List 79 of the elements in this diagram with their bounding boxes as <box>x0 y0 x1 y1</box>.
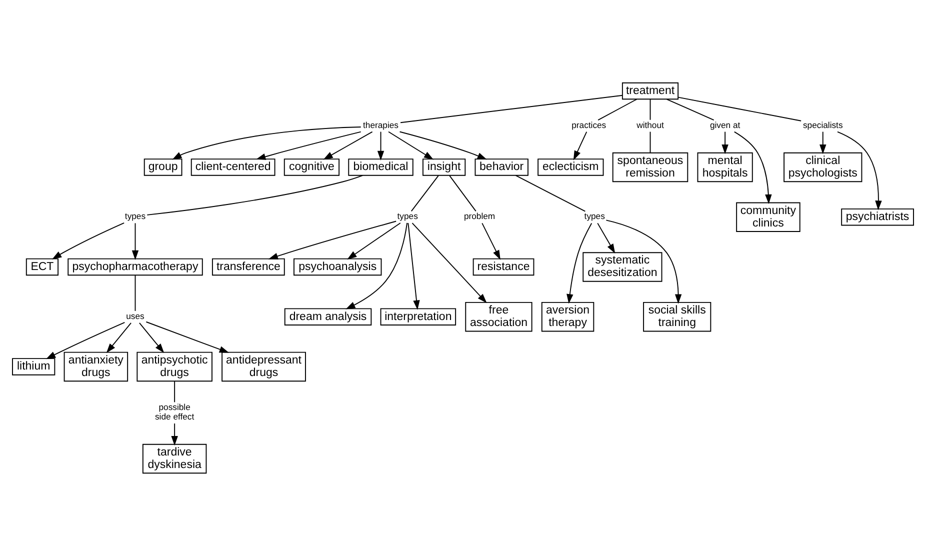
arrow <box>323 130 373 160</box>
node-box: cognitive <box>284 158 340 176</box>
node-box: tardive dyskinesia <box>142 443 207 474</box>
node-box: psychiatrists <box>841 208 914 226</box>
node-box: psychoanalysis <box>294 258 382 276</box>
connector <box>400 94 623 123</box>
node-box: treatment <box>622 82 679 100</box>
node-box: antianxiety drugs <box>64 351 128 382</box>
node-text: types <box>397 210 418 221</box>
arrow <box>734 130 772 204</box>
arrow <box>573 130 588 160</box>
arrow <box>172 126 362 160</box>
arrow <box>347 222 401 259</box>
node-text: possible side effect <box>154 402 194 422</box>
node-box: insight <box>422 158 466 176</box>
node-box: biomedical <box>348 158 414 176</box>
node-box: free association <box>465 301 532 332</box>
arrow <box>256 130 362 160</box>
connector <box>515 174 586 212</box>
node-text: without <box>636 120 664 130</box>
arrow <box>138 322 164 353</box>
node-box: eclecticism <box>538 158 604 176</box>
arrow <box>412 222 487 303</box>
node-box: transference <box>212 258 285 276</box>
arrow <box>399 130 487 160</box>
node-box: resistance <box>472 258 534 276</box>
connector <box>650 98 651 120</box>
arrow <box>132 222 139 260</box>
node-box: ECT <box>26 258 59 276</box>
node-box: antidepressant drugs <box>222 351 306 382</box>
arrow <box>606 219 682 304</box>
node-box: community clinics <box>736 202 800 232</box>
arrow <box>146 320 230 352</box>
connector <box>146 174 364 215</box>
arrow <box>482 222 500 260</box>
connector <box>666 98 714 120</box>
arrow <box>106 322 132 353</box>
node-box: behavior <box>474 158 528 176</box>
node-text: given at <box>710 120 740 130</box>
node-box: clinical psychologists <box>784 152 862 182</box>
arrow <box>820 130 826 154</box>
node-box: systematic desesitization <box>582 252 662 282</box>
node-box: mental hospitals <box>697 152 753 182</box>
node-box: aversion therapy <box>541 301 594 332</box>
arrow <box>46 321 126 359</box>
node-text: practices <box>572 120 606 130</box>
node-text: types <box>584 210 605 221</box>
node-box: antipsychotic drugs <box>136 351 212 382</box>
connector <box>678 96 802 121</box>
arrow <box>837 130 882 210</box>
arrow <box>597 222 616 253</box>
arrow <box>171 422 178 446</box>
connector <box>449 174 476 212</box>
arrow <box>408 222 420 310</box>
node-box: lithium <box>12 358 56 375</box>
connector <box>650 130 651 153</box>
node-text: types <box>124 210 146 221</box>
connector <box>598 98 638 120</box>
node-box: dream analysis <box>284 308 372 325</box>
node-text: specialists <box>802 120 843 130</box>
node-text: problem <box>464 210 496 221</box>
node-box: social skills training <box>643 301 712 332</box>
connector <box>134 274 136 311</box>
arrow <box>268 220 397 259</box>
arrow <box>346 222 408 309</box>
connector <box>174 380 176 402</box>
node-box: client-centered <box>190 158 276 176</box>
arrow <box>566 222 592 304</box>
arrow <box>388 130 434 160</box>
node-box: spontaneous remission <box>612 152 688 182</box>
arrow <box>52 222 125 259</box>
node-box: interpretation <box>380 308 456 325</box>
connector <box>410 174 439 212</box>
arrow <box>722 130 728 154</box>
node-box: group <box>144 158 182 176</box>
arrow <box>377 130 384 160</box>
node-box: psychopharmacotherapy <box>68 258 203 276</box>
node-text: therapies <box>363 120 399 130</box>
node-text: uses <box>126 310 144 320</box>
